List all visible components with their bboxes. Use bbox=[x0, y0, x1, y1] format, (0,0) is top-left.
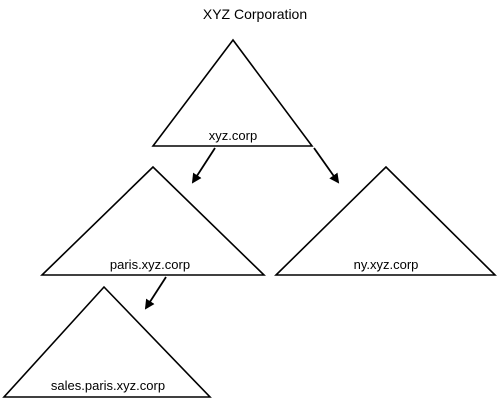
domain-node-ny: ny.xyz.corp bbox=[274, 165, 497, 276]
domain-node-sales: sales.paris.xyz.corp bbox=[2, 285, 212, 398]
domain-triangle-sales bbox=[2, 285, 212, 398]
domain-label-sales: sales.paris.xyz.corp bbox=[51, 378, 165, 393]
arrow-root-to-ny bbox=[313, 147, 340, 184]
domain-triangle-ny bbox=[274, 165, 497, 276]
arrow-root-to-paris bbox=[191, 147, 216, 184]
domain-triangle-root bbox=[151, 38, 314, 147]
domain-label-root: xyz.corp bbox=[209, 128, 257, 143]
domain-node-root: xyz.corp bbox=[151, 38, 314, 147]
domain-node-paris: paris.xyz.corp bbox=[40, 165, 266, 276]
domain-triangle-paris bbox=[40, 165, 266, 276]
domain-label-paris: paris.xyz.corp bbox=[110, 257, 190, 272]
arrow-paris-to-sales bbox=[144, 276, 167, 310]
diagram-title: XYZ Corporation bbox=[203, 6, 307, 22]
domain-label-ny: ny.xyz.corp bbox=[354, 257, 419, 272]
